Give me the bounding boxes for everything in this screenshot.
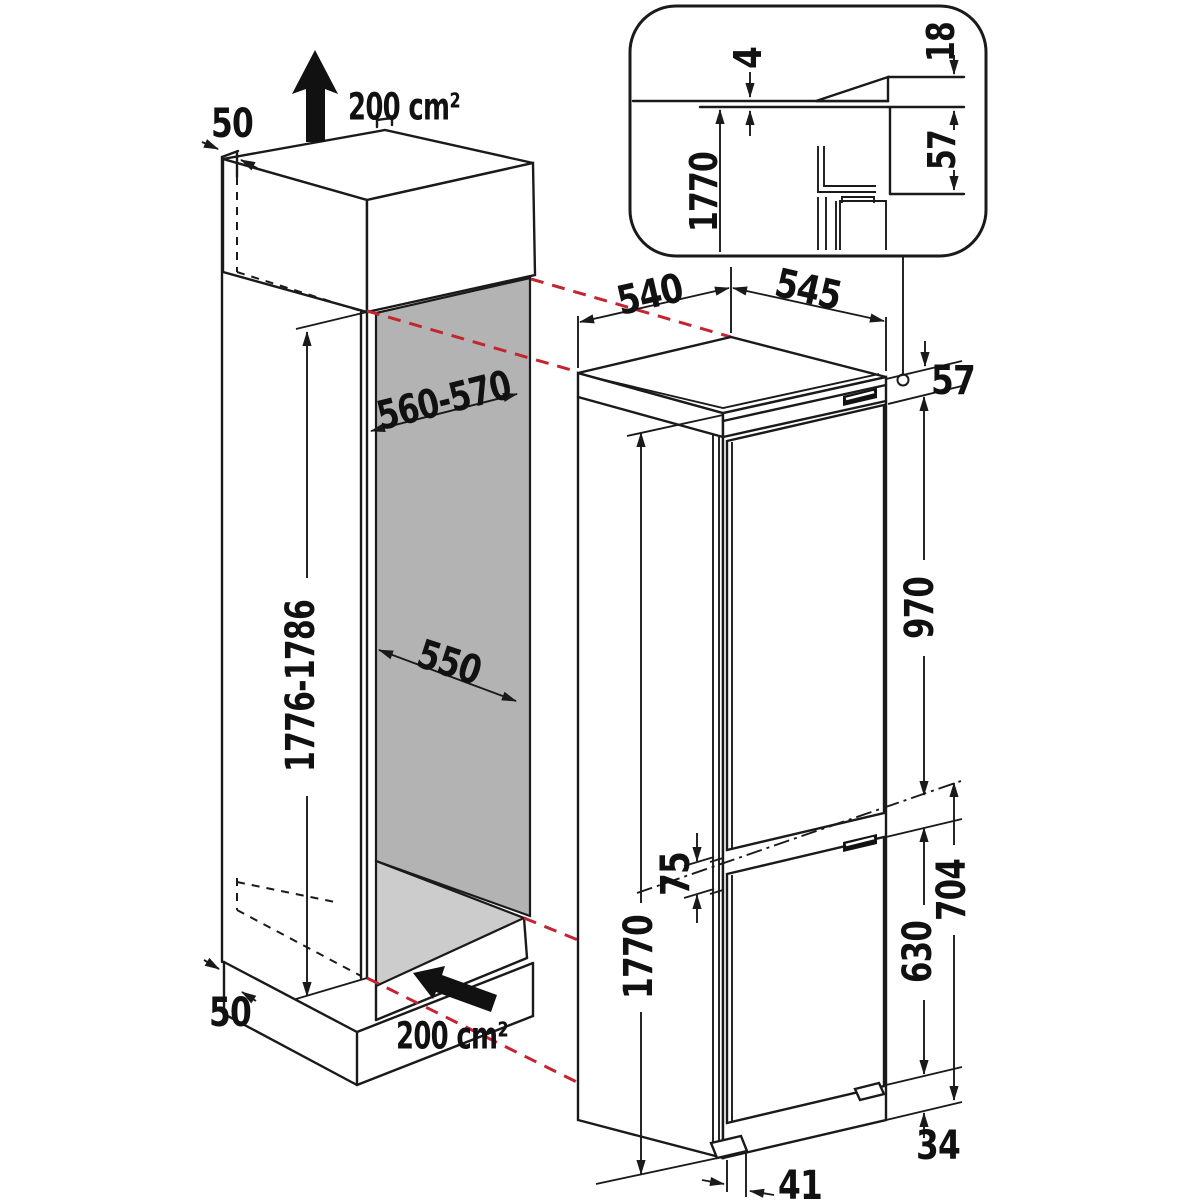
dim-top-vent-area: 200 cm²: [348, 86, 460, 129]
plinth-bottom-left-edge: [222, 1012, 359, 1087]
top-band-lower-line: [721, 399, 888, 439]
dim-niche-top-clearance: 50: [211, 101, 253, 147]
dim-lower-section-height: 704: [929, 859, 975, 921]
dim-upper-door-height: 970: [897, 577, 943, 639]
dim-545-line: [732, 286, 885, 323]
dim-hinge-clearance: 57: [931, 358, 975, 404]
niche-top-box-tab: [375, 116, 394, 129]
dim-height-ext-top: [295, 311, 368, 330]
lower-door-handle-slot: [845, 836, 875, 847]
niche-floor-panel: [374, 859, 527, 988]
dim-50top-arrow-left: [201, 139, 219, 150]
inset-bracket-inner: [823, 146, 876, 187]
rear-foot: [853, 1081, 886, 1102]
hidden-edge-top-diagonal: [236, 271, 362, 312]
dim-34-ext: [885, 1101, 963, 1121]
dim-inset-panel-step: 18: [919, 22, 963, 62]
front-foot: [709, 1134, 749, 1160]
appliance-top-inner-edge: [591, 373, 880, 409]
appliance-left-face: [576, 371, 725, 1160]
plinth-top-left-edge: [222, 960, 359, 1034]
dim-75-ext-bottom: [683, 888, 715, 899]
dim-41-arrow-left: [701, 1176, 725, 1187]
top-band-upper-line: [721, 383, 888, 423]
airflow-in-arrow: [413, 966, 497, 1012]
dim-50bot-arrow-left: [203, 957, 220, 970]
upper-door-handle-slot: [845, 390, 875, 401]
dim-inset-top-clearance: 57: [920, 130, 964, 170]
niche-back-panel: [374, 276, 532, 918]
left-wall-top-edge: [220, 149, 240, 159]
dim-1770-ext-bottom: [595, 1155, 728, 1185]
inset-gasket-detail: [841, 196, 875, 203]
appliance-dimensions: 540 545 57 970 75 1770 630 704: [577, 260, 976, 1200]
dim-appliance-depth: 540: [613, 265, 688, 325]
dim-bottom-vent-area: 200 cm²: [396, 1015, 508, 1058]
plinth-bottom-right-edge: [355, 1014, 535, 1087]
appliance-top-face: [577, 335, 887, 415]
projection-line-top-back: [530, 277, 732, 339]
door-gap-side-bottom: [709, 889, 724, 895]
hidden-edge-bottom-short: [236, 881, 336, 903]
dim-50top-arrow-right: [240, 159, 258, 171]
dim-inset-top-gap: 4: [726, 47, 770, 69]
dim-540-line: [579, 286, 730, 324]
inset-ramp: [815, 75, 890, 103]
hidden-edge-bottom-diagonal: [236, 909, 362, 977]
dim-inset-height: 1770: [682, 152, 726, 232]
projection-line-bottom-back: [523, 916, 579, 942]
dim-560-570-line: [370, 392, 518, 433]
niche-top-box-frontface: [365, 161, 537, 314]
upper-door: [725, 403, 886, 852]
airflow-up-arrow: [292, 50, 338, 142]
dim-57-ext-lower: [887, 385, 963, 405]
dim-lower-door-height: 630: [895, 921, 941, 983]
projection-line-top-front: [366, 309, 579, 374]
lower-door: [725, 835, 886, 1125]
appliance-drawing: [576, 256, 962, 1160]
plinth-top-right-edge: [355, 961, 535, 1034]
dim-door-gap: 75: [653, 852, 699, 896]
dim-niche-height: 1776-1786: [278, 600, 324, 772]
dim-niche-bottom-clearance: 50: [209, 990, 251, 1036]
dim-57-ext-upper: [885, 360, 963, 380]
inset-bracket-outer: [817, 146, 876, 193]
inset-body-section: [839, 200, 887, 250]
dim-appliance-width: 545: [771, 260, 846, 320]
dim-total-height: 1770: [616, 915, 662, 999]
dim-630-ext-bottom: [885, 1066, 963, 1086]
dim-foot-setback: 41: [778, 1163, 822, 1200]
top-band-left-line: [576, 395, 725, 439]
dim-41-arrow-right: [749, 1188, 775, 1198]
detail-inset: 4 18 57 1770: [628, 4, 988, 258]
niche-drawing: [220, 116, 537, 1087]
plinth-slot-right-edge: [522, 916, 529, 960]
dim-plinth-recess: 34: [916, 1123, 960, 1169]
dim-50bot-arrow-right: [241, 991, 257, 1004]
dim-550-line: [378, 649, 517, 702]
door-gap-side-top: [709, 857, 724, 863]
